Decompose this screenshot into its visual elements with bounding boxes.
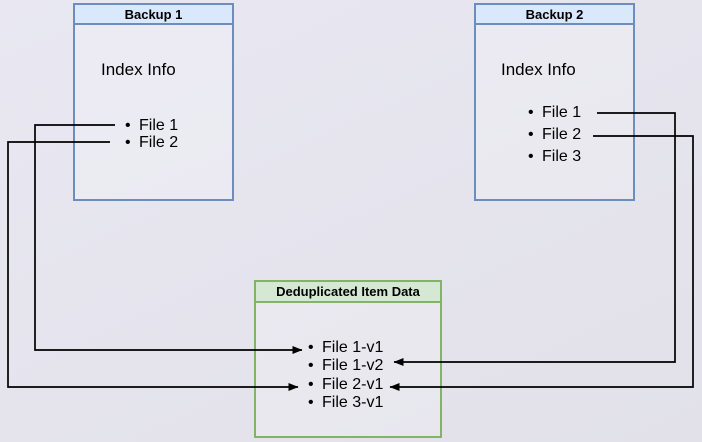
item-label: File 1-v2 [322, 357, 384, 375]
bullet-icon [528, 102, 542, 124]
list-item-file-2: File 2 [125, 134, 178, 151]
item-label: File 1 [139, 117, 179, 134]
item-label: File 2 [542, 126, 582, 143]
item-label: File 3 [542, 148, 582, 165]
list-item-file-1: File 1 [528, 102, 581, 124]
node-backup-1-file-list: File 1 File 2 [125, 117, 178, 151]
node-backup-1-title: Backup 1 [124, 6, 183, 22]
list-item-file-3: File 3 [528, 146, 581, 168]
bullet-icon [308, 339, 322, 357]
node-dedup-header: Deduplicated Item Data [256, 282, 440, 303]
item-label: File 2 [139, 134, 179, 151]
node-backup-1-header: Backup 1 [75, 5, 232, 25]
bullet-icon [528, 146, 542, 168]
node-backup-2-title: Backup 2 [525, 6, 584, 22]
node-backup-2-file-list: File 1 File 2 File 3 [528, 102, 581, 168]
item-label: File 3-v1 [322, 394, 384, 412]
bullet-icon [308, 376, 322, 394]
node-deduplicated-item-data: Deduplicated Item Data File 1-v1 File 1-… [254, 280, 442, 438]
list-item-file-2: File 2 [528, 124, 581, 146]
item-label: File 2-v1 [322, 375, 384, 393]
bullet-icon [125, 134, 139, 151]
node-dedup-file-list: File 1-v1 File 1-v2 File 2-v1 File 3-v1 [308, 339, 383, 413]
node-backup-2-header: Backup 2 [476, 5, 633, 25]
node-backup-2: Backup 2 Index Info File 1 File 2 File 3 [474, 3, 635, 201]
bullet-icon [528, 124, 542, 146]
list-item-file-1: File 1 [125, 117, 178, 134]
list-item-file-3-v1: File 3-v1 [308, 394, 383, 412]
node-backup-1: Backup 1 Index Info File 1 File 2 [73, 3, 234, 201]
bullet-icon [308, 357, 322, 375]
item-label: File 1-v1 [322, 339, 384, 356]
list-item-file-1-v2: File 1-v2 [308, 357, 383, 375]
node-dedup-title: Deduplicated Item Data [276, 284, 420, 299]
list-item-file-2-v1: File 2-v1 [308, 376, 383, 394]
bullet-icon [125, 117, 139, 134]
list-item-file-1-v1: File 1-v1 [308, 339, 383, 357]
node-backup-2-subtitle: Index Info [501, 60, 576, 79]
node-backup-1-subtitle: Index Info [101, 60, 176, 79]
bullet-icon [308, 394, 322, 412]
item-label: File 1 [542, 104, 582, 121]
